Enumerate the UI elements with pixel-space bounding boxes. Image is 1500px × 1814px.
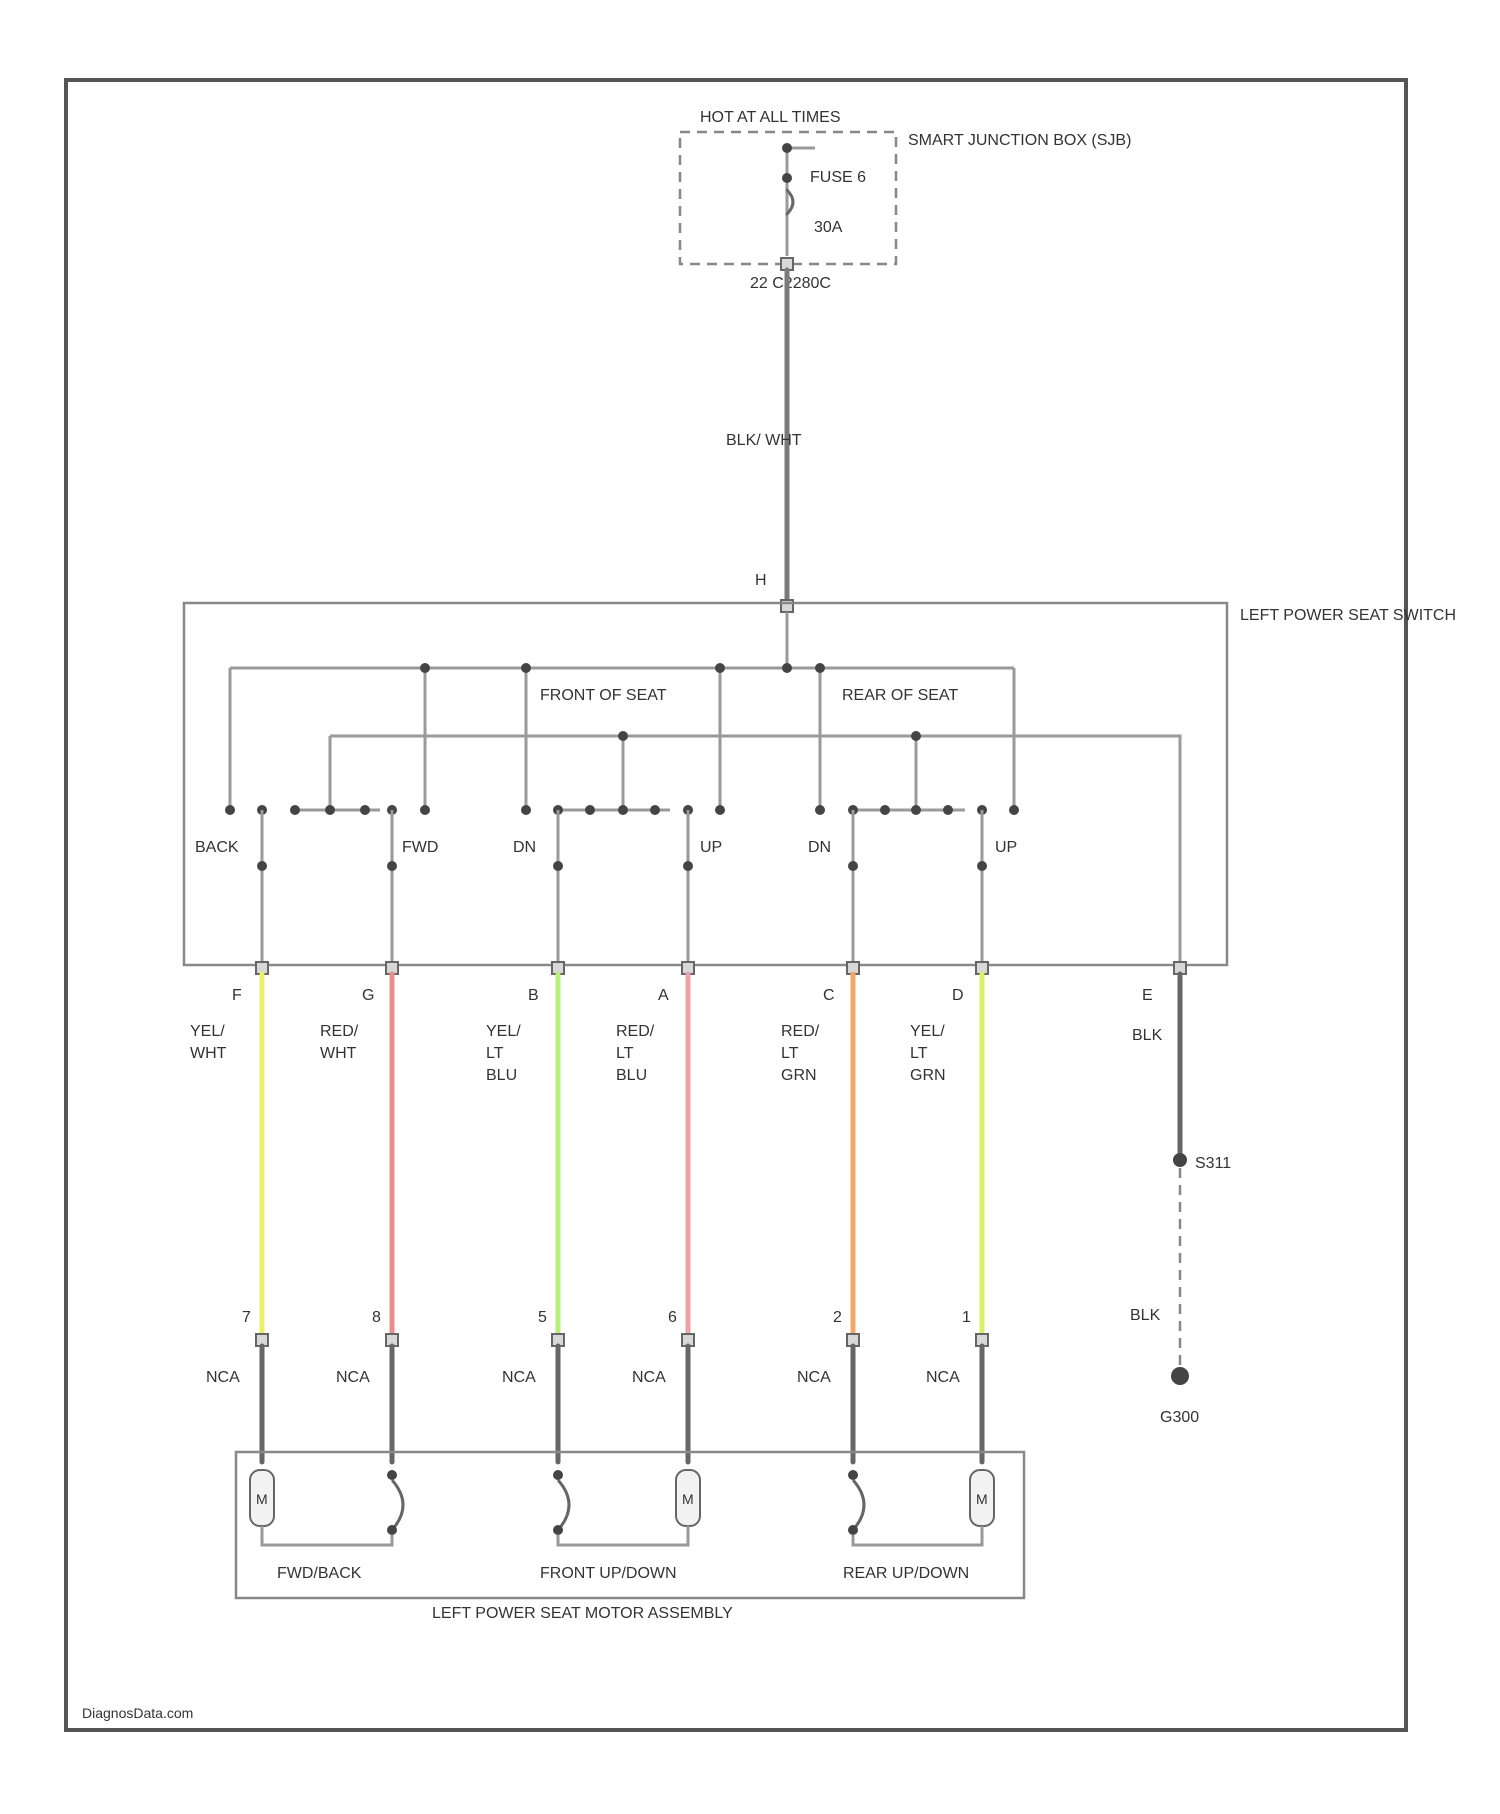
limit-contact-bottom	[553, 1525, 563, 1535]
motor-return-link	[853, 1526, 982, 1545]
ground-bus-node-1	[618, 731, 628, 741]
motor-wire-label: NCA	[206, 1369, 240, 1386]
limit-contact-bottom	[848, 1525, 858, 1535]
splice-label: S311	[1195, 1155, 1231, 1172]
bus-node-1	[420, 663, 430, 673]
motor-pin-label: 8	[372, 1309, 381, 1326]
motor-assembly-label: LEFT POWER SEAT MOTOR ASSEMBLY	[432, 1605, 733, 1622]
ground-point-icon	[1171, 1367, 1189, 1385]
position-label-front-up: UP	[700, 839, 722, 856]
motor-pin-label: 6	[668, 1309, 677, 1326]
motor-pin-label: 1	[962, 1309, 971, 1326]
position-label-rear-dn: DN	[808, 839, 831, 856]
hot-at-all-times-label: HOT AT ALL TIMES	[700, 109, 841, 126]
limit-contact-top	[848, 1470, 858, 1480]
switch-pin-label: A	[658, 987, 669, 1004]
motor-wire-label: NCA	[632, 1369, 666, 1386]
wire-color-label: RED/ LT GRN	[781, 1023, 824, 1084]
ground-wire-label-2: BLK	[1130, 1307, 1161, 1324]
wire-color-label: YEL/ LT BLU	[486, 1023, 525, 1084]
switch-pin-label: B	[528, 987, 539, 1004]
motor-pin-label: 2	[833, 1309, 842, 1326]
wire-color-label: YEL/ LT GRN	[910, 1023, 949, 1084]
wire-color-label: RED/ LT BLU	[616, 1023, 659, 1084]
limit-switch-arc	[558, 1480, 569, 1530]
ground-switch-pin-label: E	[1142, 987, 1153, 1004]
motor-label-fwd-back: FWD/BACK	[277, 1565, 362, 1582]
junction-box-label: SMART JUNCTION BOX (SJB)	[908, 132, 1131, 149]
limit-switch-arc	[392, 1480, 403, 1530]
bus-node-3	[715, 663, 725, 673]
sjb-connector-label: 22 C2280C	[750, 275, 831, 292]
switch-contact-node	[848, 861, 858, 871]
motor-pin-label: 5	[538, 1309, 547, 1326]
switch-contact-node	[257, 861, 267, 871]
motor-wire-label: NCA	[926, 1369, 960, 1386]
fuse-node-top	[782, 143, 792, 153]
switch-contact-node	[387, 861, 397, 871]
switch-contact-node	[553, 861, 563, 871]
motor-symbol: M	[682, 1491, 694, 1507]
motor-symbol: M	[256, 1491, 268, 1507]
limit-switch-arc	[853, 1480, 864, 1530]
limit-contact-top	[387, 1470, 397, 1480]
bus-node-4	[782, 663, 792, 673]
switch-pin-label: D	[952, 987, 964, 1004]
bus-node-5	[815, 663, 825, 673]
motor-symbol: M	[976, 1491, 988, 1507]
switch-pin-label: F	[232, 987, 242, 1004]
switch-input-pin: H	[755, 572, 767, 589]
motor-wire-label: NCA	[797, 1369, 831, 1386]
ground-point-label: G300	[1160, 1409, 1199, 1426]
ground-bus-node-2	[911, 731, 921, 741]
switch-contact-node	[977, 861, 987, 871]
position-label-fwd: FWD	[402, 839, 438, 856]
motor-wire-label: NCA	[502, 1369, 536, 1386]
seat-switch-label: LEFT POWER SEAT SWITCH	[1240, 607, 1456, 624]
position-label-front-dn: DN	[513, 839, 536, 856]
footer-watermark: DiagnosData.com	[82, 1705, 193, 1721]
seat-switch-box	[184, 603, 1227, 965]
wire-color-label: RED/ WHT	[320, 1023, 363, 1062]
motor-return-link	[262, 1526, 392, 1545]
limit-contact-top	[553, 1470, 563, 1480]
rear-of-seat-label: REAR OF SEAT	[842, 687, 958, 704]
fuse-label: FUSE 6	[810, 169, 866, 186]
fuse-node-mid	[782, 173, 792, 183]
motor-label-rear-updown: REAR UP/DOWN	[843, 1565, 969, 1582]
switch-ground-bus	[330, 736, 1180, 965]
splice-node	[1173, 1153, 1187, 1167]
wire-color-label: YEL/ WHT	[190, 1023, 229, 1062]
limit-contact-bottom	[387, 1525, 397, 1535]
switch-pin-label: G	[362, 987, 374, 1004]
motor-pin-label: 7	[242, 1309, 251, 1326]
motor-wire-label: NCA	[336, 1369, 370, 1386]
position-label-rear-up: UP	[995, 839, 1017, 856]
switch-pin-label: C	[823, 987, 835, 1004]
front-of-seat-label: FRONT OF SEAT	[540, 687, 667, 704]
motor-return-link	[558, 1526, 688, 1545]
ground-wire-label: BLK	[1132, 1027, 1163, 1044]
bus-node-2	[521, 663, 531, 673]
switch-contact-node	[683, 861, 693, 871]
position-label-back: BACK	[195, 839, 239, 856]
feed-wire-label: BLK/ WHT	[726, 432, 802, 449]
motor-label-front-updown: FRONT UP/DOWN	[540, 1565, 677, 1582]
fuse-rating: 30A	[814, 219, 843, 236]
